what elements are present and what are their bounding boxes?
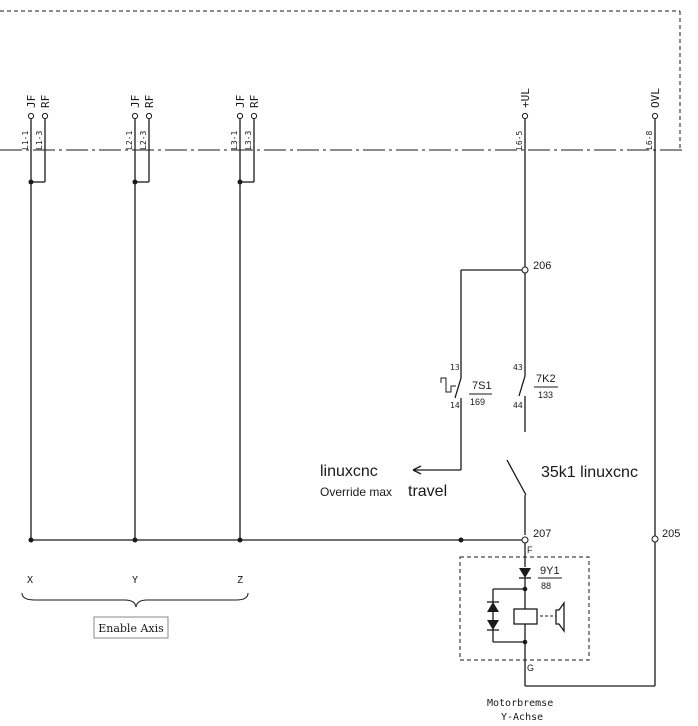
junction-dot xyxy=(28,179,34,185)
node-point xyxy=(521,266,529,274)
node-label: 205 xyxy=(662,528,680,540)
device-ref: 133 xyxy=(538,390,553,400)
annotation-travel: travel xyxy=(408,483,447,500)
node-label: 207 xyxy=(533,528,551,540)
brake-caption: Y-Achse xyxy=(501,712,543,723)
brake-pin-g: G xyxy=(527,663,534,673)
terminal-point xyxy=(250,112,258,120)
junction-dot xyxy=(132,179,138,185)
suppressor-diode-icon xyxy=(487,602,499,612)
terminal-point xyxy=(236,112,244,120)
enable-axis-box xyxy=(93,616,169,639)
terminal-pin-label: L2-1 xyxy=(125,131,134,150)
device-name: 7K2 xyxy=(536,373,556,385)
device-ref: 88 xyxy=(541,581,551,591)
terminal-pin-label: L6-8 xyxy=(645,131,654,150)
terminal-point xyxy=(521,112,529,120)
frame xyxy=(0,10,684,151)
terminal-group-y: JF RF L2-1 L2-3 xyxy=(125,95,156,540)
brake-pin-f: F xyxy=(527,545,533,555)
terminal-label-rf: RF xyxy=(143,95,156,108)
terminal-pin-label: L1-1 xyxy=(21,131,30,150)
axis-label-y: Y xyxy=(132,575,138,586)
switch-blade xyxy=(454,377,462,399)
annotation-35k1: 35k1 linuxcnc xyxy=(541,464,638,481)
junction-dot xyxy=(458,537,464,543)
switch-blade xyxy=(506,459,527,496)
limit-switch-actuator-icon xyxy=(440,377,456,393)
brake-coil-icon xyxy=(513,608,538,625)
brake-disc-icon xyxy=(555,600,565,634)
annotation-override: Override max xyxy=(320,485,392,499)
terminal-pin-label: L1-3 xyxy=(35,131,44,150)
terminal-point xyxy=(27,112,35,120)
terminal-pin-label: L6-5 xyxy=(515,131,524,150)
terminal-label-rf: RF xyxy=(39,95,52,108)
contact-7k2: 43 44 7K2 133 xyxy=(513,273,558,432)
terminal-label-ovl: OVL xyxy=(649,88,662,108)
axis-label-z: Z xyxy=(237,575,243,586)
contact-blade xyxy=(518,375,526,397)
terminal-group-z: JF RF L3-1 L3-3 xyxy=(230,95,261,540)
motor-brake-9y1: F 9Y1 88 G Motorbremse Y-Achse xyxy=(459,543,655,723)
annotation-linuxcnc: linuxcnc xyxy=(320,463,378,480)
enable-axis-label: Enable Axis xyxy=(98,622,164,635)
terminal-label-jf: JF xyxy=(25,95,38,108)
contact-pin-top: 43 xyxy=(513,363,523,372)
terminal-label-jf: JF xyxy=(234,95,247,108)
terminal-group-x: JF RF L1-1 L1-3 xyxy=(21,95,52,540)
terminal-pin-label: L2-3 xyxy=(139,131,148,150)
diode-icon xyxy=(519,568,531,578)
enable-bus: 207 xyxy=(28,528,551,544)
node-label: 206 xyxy=(533,260,551,272)
terminal-pin-label: L3-1 xyxy=(230,131,239,150)
added-switch-35k1 xyxy=(506,459,527,535)
terminal-ovl: OVL L6-8 xyxy=(645,88,662,686)
annotations: linuxcnc Override max travel 35k1 linuxc… xyxy=(320,463,638,500)
terminal-point xyxy=(651,112,659,120)
limit-switch-7s1: 13 14 7S1 169 xyxy=(412,363,492,475)
terminal-label-jf: JF xyxy=(129,95,142,108)
terminal-label-rf: RF xyxy=(248,95,261,108)
junction-dot xyxy=(237,537,243,543)
terminal-point xyxy=(131,112,139,120)
node-point xyxy=(521,536,529,544)
device-name: 7S1 xyxy=(472,380,492,392)
axis-labels: X Y Z Enable Axis xyxy=(21,575,249,639)
brake-caption: Motorbremse xyxy=(487,698,553,709)
contact-pin-bottom: 44 xyxy=(513,401,523,410)
junction-dot xyxy=(132,537,138,543)
terminal-pin-label: L3-3 xyxy=(244,131,253,150)
switch-pin-top: 13 xyxy=(450,363,460,372)
grouping-brace xyxy=(21,592,249,608)
terminal-point xyxy=(41,112,49,120)
node-point xyxy=(651,535,659,543)
terminal-ul: +UL L6-5 xyxy=(515,88,532,267)
suppressor-diode-icon xyxy=(487,620,499,630)
junction-dot xyxy=(28,537,34,543)
arrow-head-icon xyxy=(412,465,422,475)
terminal-label-ul: +UL xyxy=(519,88,532,108)
axis-label-x: X xyxy=(27,575,33,586)
node-205: 205 xyxy=(651,528,680,543)
terminal-point xyxy=(145,112,153,120)
device-name: 9Y1 xyxy=(540,565,560,577)
device-ref: 169 xyxy=(470,397,485,407)
node-206: 206 xyxy=(460,260,551,372)
switch-pin-bottom: 14 xyxy=(450,401,460,410)
junction-dot xyxy=(237,179,243,185)
